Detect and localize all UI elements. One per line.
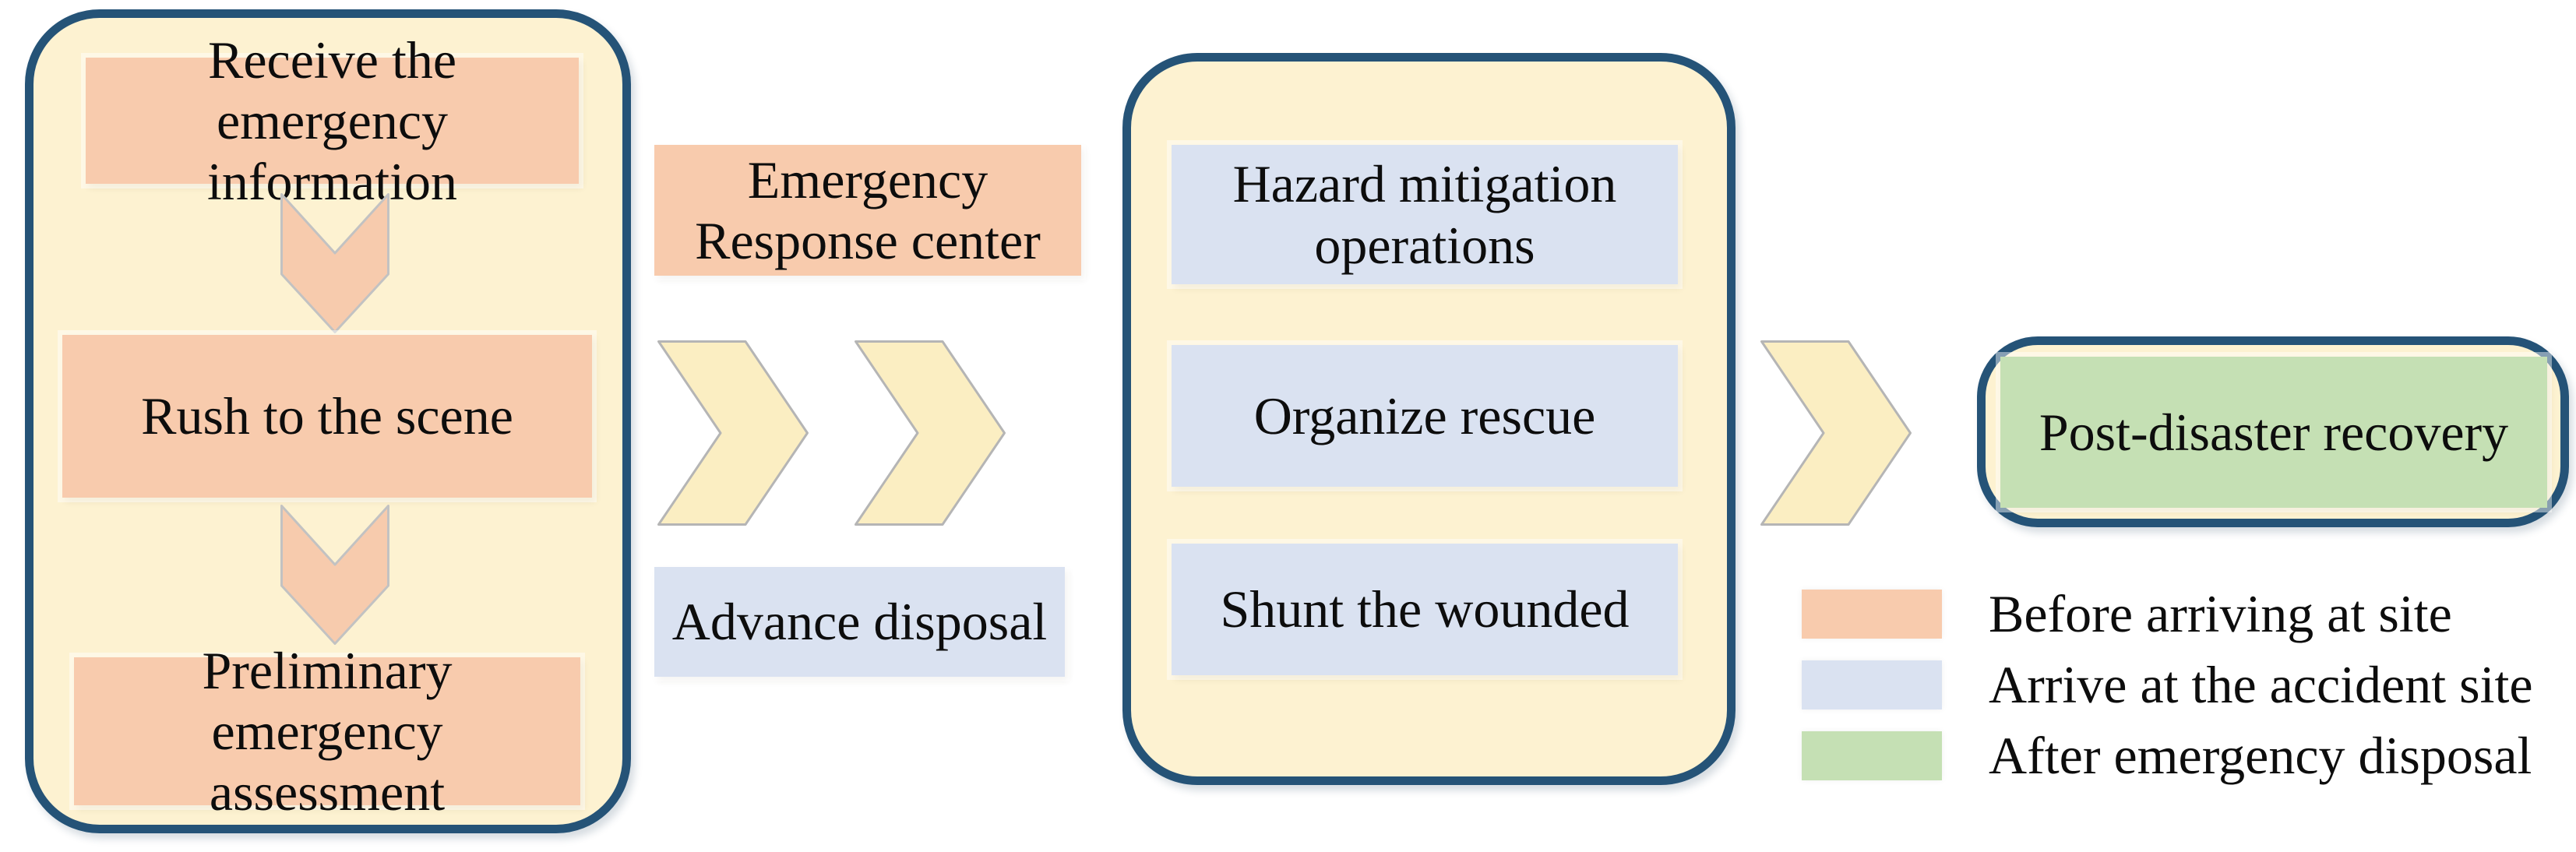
chevron-right-icon <box>1760 340 1912 526</box>
legend-swatch-orange <box>1802 590 1942 639</box>
step-organize-rescue: Organize rescue <box>1172 345 1678 487</box>
chevron-right-icon <box>855 340 1006 526</box>
step-preliminary-assessment-label: Preliminary emergency assessment <box>202 640 453 822</box>
legend-label: After emergency disposal <box>1989 726 2532 785</box>
legend-swatch-green <box>1802 731 1942 780</box>
chevron-down-icon <box>280 505 389 645</box>
legend-swatch-lavender <box>1802 660 1942 709</box>
step-hazard-mitigation: Hazard mitigation operations <box>1172 145 1678 284</box>
chevron-down-icon <box>280 193 389 333</box>
box-advance-disposal: Advance disposal <box>654 567 1065 677</box>
box-post-disaster-recovery: Post-disaster recovery <box>2000 357 2547 508</box>
step-rush-scene: Rush to the scene <box>62 335 592 498</box>
step-shunt-wounded: Shunt the wounded <box>1172 544 1678 675</box>
step-receive-info-label: Receive the emergency information <box>206 30 458 212</box>
legend-label: Arrive at the accident site <box>1989 655 2533 714</box>
chevron-right-icon <box>657 340 809 526</box>
step-receive-info: Receive the emergency information <box>86 30 579 211</box>
step-organize-rescue-label: Organize rescue <box>1253 386 1596 445</box>
box-emergency-response-center-label: Emergency Response center <box>695 150 1041 270</box>
box-post-disaster-recovery-label: Post-disaster recovery <box>2039 402 2509 462</box>
box-advance-disposal-label: Advance disposal <box>671 592 1048 652</box>
legend-item-accident-site: Arrive at the accident site <box>1802 655 2533 714</box>
legend-label: Before arriving at site <box>1989 584 2452 643</box>
step-preliminary-assessment: Preliminary emergency assessment <box>74 641 580 822</box>
legend-item-after-disposal: After emergency disposal <box>1802 726 2532 785</box>
step-rush-scene-label: Rush to the scene <box>141 386 513 446</box>
step-hazard-mitigation-label: Hazard mitigation operations <box>1232 154 1617 275</box>
box-emergency-response-center: Emergency Response center <box>654 145 1081 276</box>
step-shunt-wounded-label: Shunt the wounded <box>1220 579 1630 639</box>
legend-item-before-site: Before arriving at site <box>1802 584 2452 643</box>
